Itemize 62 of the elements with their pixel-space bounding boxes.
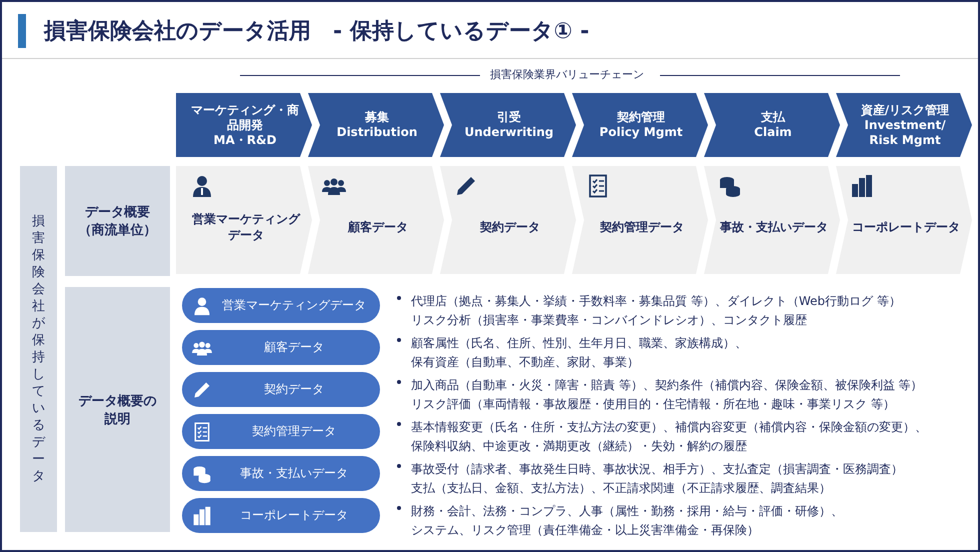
data-category-panel [836,166,972,274]
chevron-label: Claim [753,125,793,140]
description-text: 顧客属性（氏名、住所、性別、生年月日、職業、家族構成）、 [411,336,747,351]
value-chain-stage [572,93,708,157]
data-category-panel [308,166,444,274]
description-text: 加入商品（自動車・火災・障害・賠責 等）、契約条件（補償内容、保険金額、被保険利益 等） [411,378,923,393]
pill-label: コーポレートデータ [239,507,349,524]
header-label: 損害保険会社が保持しているデータ [32,213,46,485]
pill-label: 契約管理データ [251,423,337,440]
chevron-label: MA・R&D [212,132,278,148]
category-label: 顧客データ [346,219,409,235]
value-chain-stage [308,93,444,157]
description-text: リスク分析（損害率・事業費率・コンバインドレシオ）、コンタクト履歴 [411,313,807,328]
data-category-panel [572,166,708,274]
chevron-label: 資産/リスク管理 [860,102,950,118]
description-text: 保険料収納、中途更改・満期更改（継続）・失効・解約の履歴 [411,439,747,454]
chevron-label: マーケティング・商品開発 [190,102,300,132]
pill-label: 事故・支払いデータ [239,465,349,482]
chevron-label: 支払 [760,110,786,125]
chevron-label: Policy Mgmt [598,125,684,140]
description-text: 保有資産（自動車、不動産、家財、事業） [411,355,639,370]
category-label: 事故・支払いデータ [719,219,829,235]
chevron-label: Underwriting [463,125,555,140]
data-category-pill [182,288,380,323]
category-label: 契約データ [479,219,541,235]
category-label: 営業マーケティングデータ [191,211,302,243]
category-label: 契約管理データ [599,219,685,235]
data-category-panel [176,166,312,274]
section-label: 損害保険業界バリューチェーン [490,67,644,82]
data-category-pill [182,498,380,533]
data-category-panel [440,166,576,274]
data-category-panel [704,166,840,274]
description-text: リスク評価（車両情報・事故履歴・使用目的・住宅情報・所在地・趣味・事業リスク 等） [411,397,895,412]
value-chain-stage [176,93,312,157]
value-chain-stage [704,93,840,157]
chevron-label: Investment/ Risk Mgmt [863,118,947,148]
row-header [65,166,170,276]
data-category-pill [182,372,380,407]
chevron-label: Distribution [336,125,418,140]
description-text: 代理店（拠点・募集人・挙績・手数料率・募集品質 等）、ダイレクト（Web行動ログ 等） [411,294,901,309]
description-text: 財務・会計、法務・コンプラ、人事（属性・勤務・採用・給与・評価・研修）、 [411,504,843,519]
row-header [65,287,170,532]
value-chain-stage [836,93,972,157]
value-chain-stage [440,93,576,157]
row-group-header [20,166,57,532]
data-category-pill [182,414,380,449]
title: 損害保険会社のデータ活用 - 保持しているデータ① - [44,18,590,46]
data-category-pill [182,330,380,365]
chevron-label: 募集 [364,110,390,125]
chevron-label: 契約管理 [616,110,666,125]
description-text: 支払（支払日、金額、支払方法）、不正請求関連（不正請求履歴、調査結果） [411,481,831,496]
header-label: データ概要の説明 [78,392,158,428]
header-label: データ概要（商流単位） [78,204,158,239]
description-text: 事故受付（請求者、事故発生日時、事故状況、相手方）、支払査定（損害調査・医務調査） [411,462,903,477]
data-category-pill [182,456,380,491]
pill-label: 契約データ [263,381,325,398]
description-text: 基本情報変更（氏名・住所・支払方法の変更）、補償内容変更（補償内容・保険金額の変更）、 [411,420,927,435]
category-label: コーポレートデータ [851,219,961,235]
pill-label: 顧客データ [263,339,325,356]
chevron-label: 引受 [496,110,522,125]
pill-label: 営業マーケティングデータ [221,297,367,314]
description-text: システム、リスク管理（責任準備金・以上災害準備金・再保険） [411,523,759,538]
